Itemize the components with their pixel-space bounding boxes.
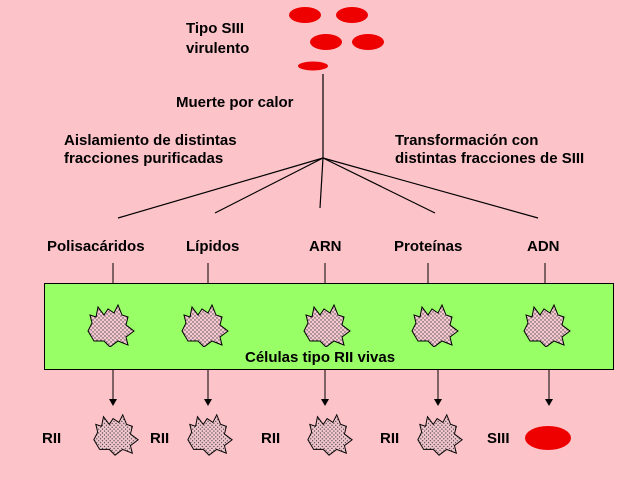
result-label: SIII [487, 430, 510, 447]
siii-top-cell [289, 7, 321, 23]
siii-top-cell [352, 34, 384, 50]
fraction-label: ARN [309, 238, 342, 255]
rii-cell-in-box [411, 304, 459, 347]
siii-top-cell [336, 7, 368, 23]
right-caption-line1: Transformación con [395, 132, 539, 149]
rii-cell-in-box [303, 304, 351, 347]
rii-result-cell [307, 414, 353, 456]
rii-cell-in-box [87, 304, 135, 347]
rii-result-cell [187, 414, 233, 456]
result-label: RII [261, 430, 281, 447]
right-caption-line2: distintas fracciones de SIII [395, 150, 585, 167]
rii-cell-in-box [181, 304, 229, 347]
result-label: RII [42, 430, 62, 447]
result-label: RII [380, 430, 400, 447]
left-caption-line1: Aislamiento de distintas [64, 132, 237, 149]
siii-result-cell [525, 426, 571, 450]
rii-result-cell [93, 414, 139, 456]
fraction-label: Proteínas [394, 238, 463, 255]
fraction-label: ADN [527, 238, 560, 255]
fraction-label: Polisacáridos [47, 238, 145, 255]
result-label: RII [150, 430, 170, 447]
rii-cell-in-box [523, 304, 571, 347]
rii-result-cell [417, 414, 463, 456]
siii-title-line2: virulento [186, 40, 250, 57]
siii-title-line1: Tipo SIII [186, 20, 245, 37]
siii-top-cell [310, 34, 342, 50]
siii-top-cell [298, 61, 328, 71]
cell-box-label: Células tipo RII vivas [245, 349, 396, 366]
fraction-label: Lípidos [186, 238, 240, 255]
heat-kill-label: Muerte por calor [176, 94, 294, 111]
left-caption-line2: fracciones purificadas [64, 150, 224, 167]
